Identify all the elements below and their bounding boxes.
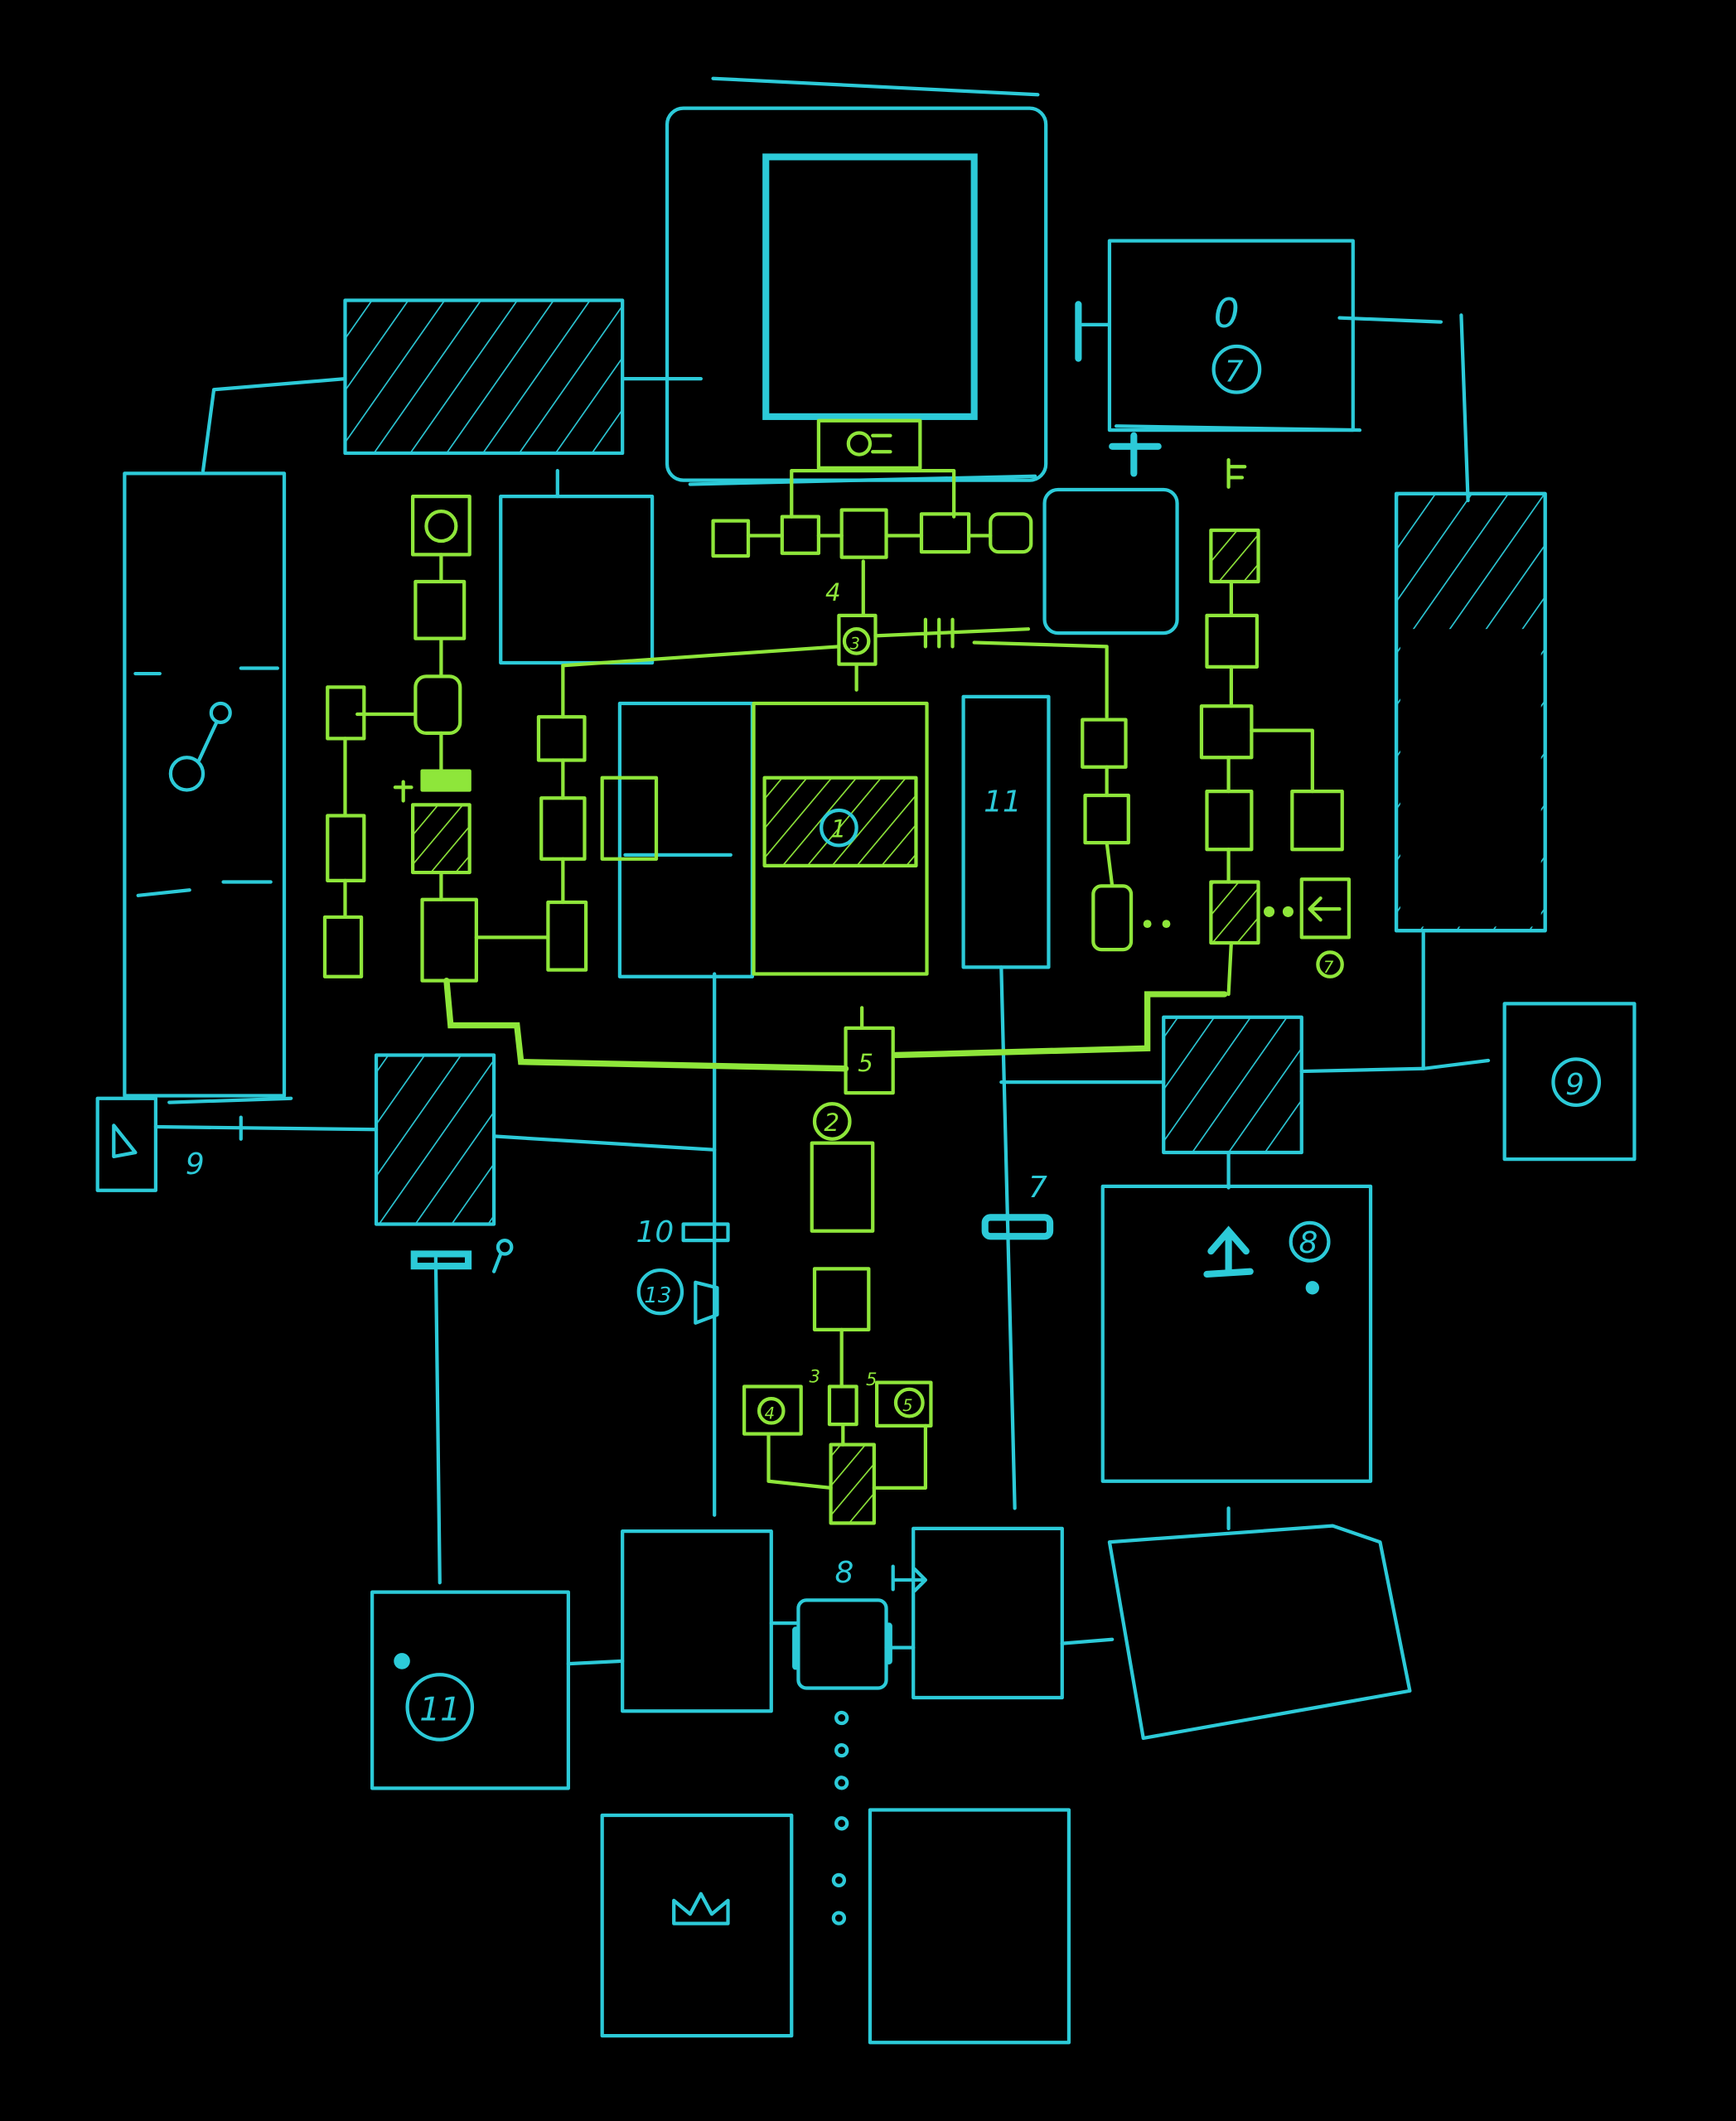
central-left-hall [617,701,755,978]
key-icon [1226,457,1247,489]
room-large-southeast [1100,1184,1373,1483]
lock-icon [694,1280,719,1325]
door-10 [681,1222,730,1243]
door-7 [981,1214,1054,1240]
label-node-5b: 5 [902,1396,912,1415]
room-triangle [95,1096,158,1192]
key-icon [168,701,232,792]
label-room-9: 9 [1565,1068,1584,1102]
arrow-up-icon [1203,1225,1254,1278]
room-left-tall [123,471,287,1098]
label-node-5-small: 5 [866,1370,878,1390]
room-southeast [1107,1524,1412,1741]
door-west [410,1250,472,1270]
label-door-10: 10 [636,1215,675,1249]
dots [1143,906,1294,928]
hatched-room-top-left [343,298,625,456]
node-5 [844,1026,895,1095]
label-node-5: 5 [858,1049,873,1077]
outer-labels: 9 10 13 7 11 8 0 7 9 8 11 [186,290,1602,1742]
hatched-room-east [1162,1015,1303,1155]
label-door-7: 7 [1028,1171,1047,1205]
label-room-8: 8 [1299,1226,1318,1260]
label-door-8: 8 [835,1556,854,1590]
room-upper-left [499,495,655,665]
top-inner-chamber [762,153,978,420]
room-south-b [912,1526,1064,1700]
label-node-3-small: 3 [809,1367,820,1388]
inner-paths: 4 3 1 5 2 [322,418,1352,1525]
crown-node [322,915,364,978]
label-node-7: 7 [1323,958,1334,977]
cube-node [839,508,888,559]
label-node-4b: 4 [765,1404,775,1423]
arrow-right-icon [891,1564,928,1593]
triangle-icon [112,1123,138,1159]
crown-icon [672,1892,730,1925]
arrow-left-icon [1308,896,1342,922]
room-south-east-final [868,1808,1071,2045]
room-key-chamber [796,1598,888,1690]
label-room-7: 7 [1225,355,1244,389]
outer-rooms [95,76,1637,2045]
skull-node [816,418,922,471]
key-icon [491,1239,514,1273]
skull-icon [846,431,892,457]
room-crown [600,1813,794,2038]
central-chamber [752,701,929,976]
room-top-right [1107,239,1355,432]
label-node-3: 3 [849,635,859,654]
label-marker-11: 11 [984,785,1022,819]
room-south-a [621,1529,773,1713]
top-hall [665,106,1048,482]
label-node-2: 2 [824,1109,839,1137]
hatched-room-west [374,1053,496,1226]
label-room-0: 0 [1214,290,1240,337]
dotted-path [831,1710,849,1925]
label-room-11: 11 [419,1692,461,1729]
label-room-13: 13 [644,1283,671,1308]
key-icon [393,780,413,803]
room-southwest [370,1590,570,1790]
label-node-4: 4 [825,578,841,606]
exclamation-icon [1305,1281,1319,1295]
label-door-9: 9 [186,1147,205,1181]
label-node-1: 1 [831,815,847,843]
room-upper-right [1042,487,1179,635]
room-far-right [1502,1002,1637,1162]
central-right-hall [961,694,1051,969]
